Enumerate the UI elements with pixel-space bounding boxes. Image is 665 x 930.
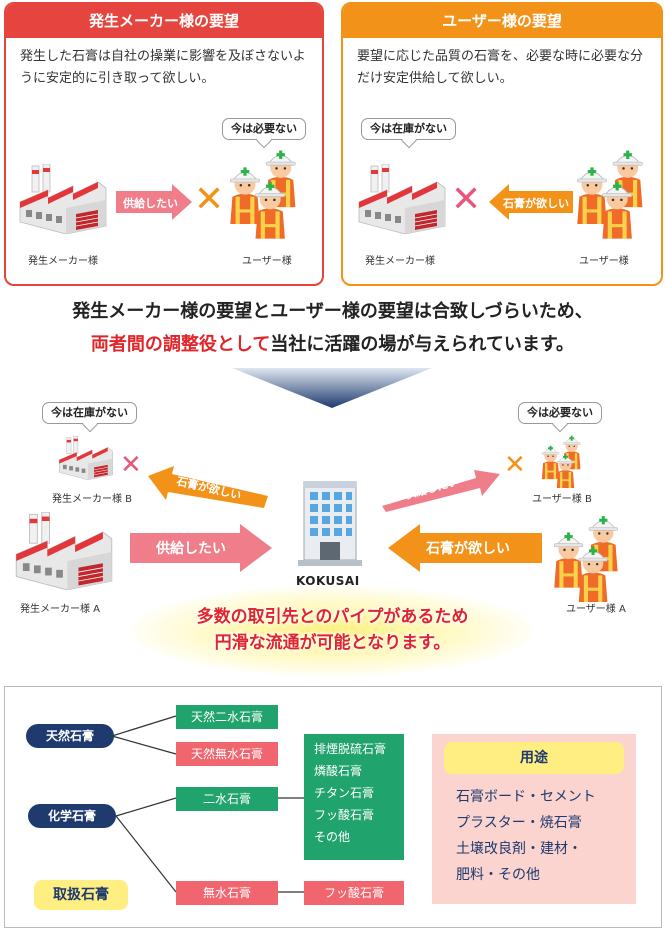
cross-icon: ✕ [504,450,526,480]
usage-item: 石膏ボード・セメント [456,789,596,805]
factory-a-icon [14,512,114,590]
user-caption: ユーザー様 [579,256,629,267]
want-arrow [489,184,573,220]
want-arrow-a [388,524,542,572]
list-item: その他 [314,830,351,844]
users-icon [224,144,308,239]
message-line-1: 多数の取引先とのパイプがあるため [196,607,469,627]
want-arrow-b [148,466,268,508]
factory-a-caption: 発生メーカー様 A [20,604,101,615]
bubble-text: 今は必要ない [527,406,593,419]
highlight-glow [132,586,532,676]
list-item: フッ酸石膏 [314,808,375,822]
hydrofluoric-box: フッ酸石膏 [304,881,404,905]
supply-arrow-b [382,470,500,512]
supply-arrow-a-label: 供給したい [156,541,226,557]
chemical-gypsum-label: 化学石膏 [28,804,116,828]
supply-arrow [116,184,192,220]
factory-b-icon [58,436,114,480]
supply-arrow-label: 供給したい [123,197,178,210]
user-request-title: ユーザー様の要望 [343,4,661,38]
message-line-2: 円滑な流通が可能となります。 [214,633,451,653]
usage-title: 用途 [444,742,624,774]
factory-b-bubble: 今は在庫がない [42,402,137,433]
factory-request-title: 発生メーカー様の要望 [6,4,322,38]
cross-icon: ✕ [451,179,482,220]
company-name: KOKUSAI [296,574,360,588]
speech-bubble: 今は在庫がない [361,118,456,149]
headline-highlight: 両者間の調整役として [90,334,271,355]
company-building-icon [298,481,362,566]
cross-icon: ✕ [194,179,225,220]
factory-icon [18,164,108,234]
bubble-text: 今は在庫がない [51,406,128,419]
user-request-text: 要望に応じた品質の石膏を、必要な時に必要な分だけ安定供給して欲しい。 [357,49,644,86]
usage-item: プラスター・焼石膏 [456,815,582,831]
dihydrate-box: 二水石膏 [176,787,278,811]
user-a-caption: ユーザー様 A [566,604,626,615]
connector-lines [111,715,304,893]
headline-rest: 当社に活躍の場が与えられています。 [270,334,575,355]
factory-icon [357,164,447,234]
list-item: 排煙脱硫石膏 [314,742,387,756]
user-b-caption: ユーザー様 B [532,494,592,505]
down-arrow-icon [232,368,432,408]
cross-icon: ✕ [120,450,142,480]
bubble-text: 今は在庫がない [370,122,447,135]
bubble-text: 今は必要ない [231,122,297,135]
list-item: チタン石膏 [314,786,375,800]
user-b-bubble: 今は必要ない [518,402,602,433]
anhydrous-box: 無水石膏 [176,881,278,905]
speech-bubble: 今は必要ない [222,118,306,149]
list-item: 燐酸石膏 [314,764,363,778]
usage-item: 肥料・その他 [456,867,540,883]
handled-gypsum-label: 取扱石膏 [34,880,128,910]
natural-dihydrate-box: 天然二水石膏 [176,705,278,729]
headline-line-2: 両者間の調整役として当社に活躍の場が与えられています。 [0,330,665,356]
usage-item: 土壌改良剤・建材・ [456,841,582,857]
user-caption: ユーザー様 [242,256,292,267]
factory-caption: 発生メーカー様 [28,256,98,267]
factory-request-panel: 発生メーカー様の要望 発生した石膏は自社の操業に影響を及ぼさないように安定的に引… [4,2,324,286]
want-arrow-label: 石膏が欲しい [503,197,569,210]
chemical-gypsum-list: 排煙脱硫石膏 燐酸石膏 チタン石膏 フッ酸石膏 その他 [304,734,404,860]
user-b-icon [538,432,588,488]
user-request-panel: ユーザー様の要望 要望に応じた品質の石膏を、必要な時に必要な分だけ安定供給して欲… [341,2,663,286]
want-arrow-a-label: 石膏が欲しい [426,541,510,557]
factory-b-caption: 発生メーカー様 B [52,494,133,505]
users-icon [571,144,655,239]
factory-caption: 発生メーカー様 [365,256,435,267]
natural-anhydrous-box: 天然無水石膏 [176,742,278,766]
headline-line-1: 発生メーカー様の要望とユーザー様の要望は合致しづらいため、 [72,301,593,322]
user-a-icon [548,510,630,602]
factory-request-text: 発生した石膏は自社の操業に影響を及ぼさないように安定的に引き取って欲しい。 [20,49,306,86]
natural-gypsum-label: 天然石膏 [26,724,114,748]
supply-arrow-a [130,524,272,572]
